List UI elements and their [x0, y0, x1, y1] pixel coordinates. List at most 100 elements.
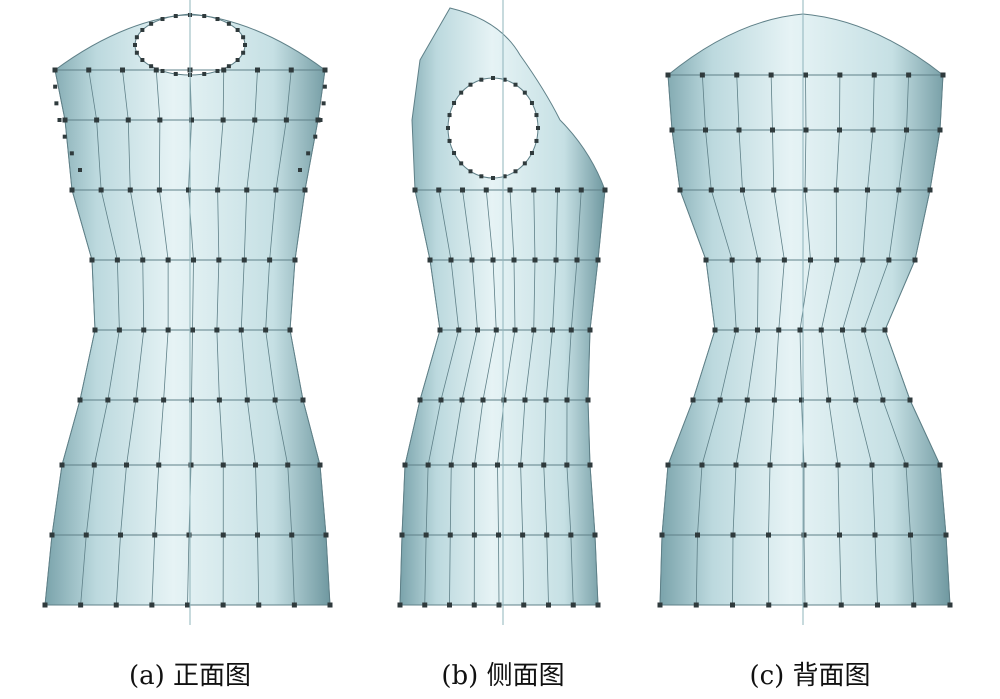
- back-control-point: [734, 72, 740, 78]
- front-control-point: [190, 327, 195, 333]
- front-opening-point: [173, 71, 178, 76]
- front-control-point: [252, 117, 258, 123]
- front-control-point: [189, 397, 194, 403]
- back-control-point: [834, 257, 840, 263]
- back-control-point: [826, 397, 832, 403]
- back-control-point: [853, 397, 859, 403]
- side-control-point: [399, 532, 405, 538]
- side-control-point: [521, 602, 527, 608]
- front-opening-point: [133, 43, 137, 47]
- back-control-point: [833, 187, 839, 193]
- front-opening-point: [243, 43, 247, 47]
- back-control-point: [840, 327, 845, 333]
- side-control-point: [531, 187, 537, 193]
- side-control-point: [587, 462, 593, 468]
- front-armhole-point: [78, 168, 82, 172]
- front-opening-point: [160, 68, 165, 73]
- side-opening-point: [502, 77, 507, 82]
- front-control-point: [300, 397, 306, 403]
- side-control-point: [553, 257, 559, 263]
- front-control-point: [116, 327, 122, 333]
- back-control-point: [875, 602, 880, 608]
- side-control-point: [522, 397, 528, 403]
- back-control-point: [861, 327, 867, 333]
- side-control-point: [550, 327, 555, 333]
- side-opening-point: [513, 82, 518, 87]
- side-control-point: [456, 327, 462, 333]
- front-control-point: [78, 602, 84, 608]
- side-control-point: [471, 462, 477, 468]
- front-opening-point: [149, 21, 154, 26]
- back-control-point: [837, 127, 842, 133]
- front-control-point: [323, 532, 329, 538]
- front-control-point: [125, 117, 131, 123]
- front-opening-point: [134, 35, 139, 40]
- side-control-point: [592, 532, 598, 538]
- front-control-point: [83, 532, 89, 538]
- side-control-point: [397, 602, 403, 608]
- front-control-point: [161, 397, 167, 403]
- side-control-point: [507, 187, 513, 193]
- front-armhole-point: [54, 101, 59, 106]
- side-opening-point: [534, 138, 539, 143]
- back-control-point: [797, 327, 803, 333]
- front-control-point: [241, 257, 247, 263]
- front-control-point: [216, 257, 222, 263]
- back-control-point: [657, 602, 663, 608]
- back-control-point: [781, 257, 787, 263]
- front-control-point: [220, 532, 226, 538]
- back-control-point: [730, 532, 736, 538]
- side-control-point: [471, 602, 477, 608]
- front-control-point: [287, 327, 293, 333]
- back-control-point: [690, 397, 696, 403]
- side-control-point: [402, 462, 408, 468]
- back-control-point: [837, 72, 843, 78]
- front-control-point: [267, 257, 273, 263]
- front-control-point: [253, 462, 258, 468]
- front-control-point: [152, 532, 158, 538]
- front-control-point: [42, 602, 48, 608]
- back-control-point: [755, 257, 761, 263]
- side-control-point: [496, 532, 501, 538]
- side-opening-point: [447, 113, 452, 118]
- back-control-point: [669, 127, 675, 133]
- side-control-point: [490, 257, 496, 263]
- side-control-point: [438, 397, 444, 403]
- side-opening-point: [468, 169, 473, 174]
- side-opening-point: [522, 161, 527, 166]
- side-control-point: [480, 397, 486, 403]
- side-control-point: [425, 462, 431, 468]
- front-control-point: [215, 187, 221, 193]
- side-control-point: [511, 257, 517, 263]
- front-opening-point: [235, 28, 240, 32]
- front-control-point: [291, 602, 297, 608]
- front-opening-point: [140, 28, 145, 32]
- side-control-point: [546, 602, 551, 608]
- back-control-point: [871, 72, 877, 78]
- front-control-point: [292, 257, 298, 263]
- caption-front-view: (a) 正面图: [128, 661, 252, 691]
- back-control-point: [818, 327, 824, 333]
- front-control-point: [118, 532, 123, 538]
- side-control-point: [448, 257, 454, 263]
- back-control-point: [712, 327, 718, 333]
- front-control-point: [120, 67, 125, 73]
- front-control-point: [315, 117, 321, 123]
- front-opening-point: [241, 35, 246, 40]
- front-control-point: [255, 67, 260, 73]
- back-control-point: [703, 257, 709, 263]
- back-control-point: [740, 187, 745, 193]
- front-armhole-point: [62, 134, 67, 139]
- back-control-point: [755, 327, 760, 333]
- back-control-point: [717, 397, 723, 403]
- back-control-point: [766, 532, 771, 538]
- side-opening-point: [491, 176, 495, 180]
- back-control-point: [908, 532, 913, 538]
- front-control-point: [272, 397, 278, 403]
- caption-side-view: (b) 侧面图: [441, 661, 565, 691]
- back-control-point: [802, 187, 808, 193]
- side-control-point: [564, 397, 570, 403]
- side-control-point: [447, 602, 452, 608]
- front-opening-point: [226, 21, 231, 26]
